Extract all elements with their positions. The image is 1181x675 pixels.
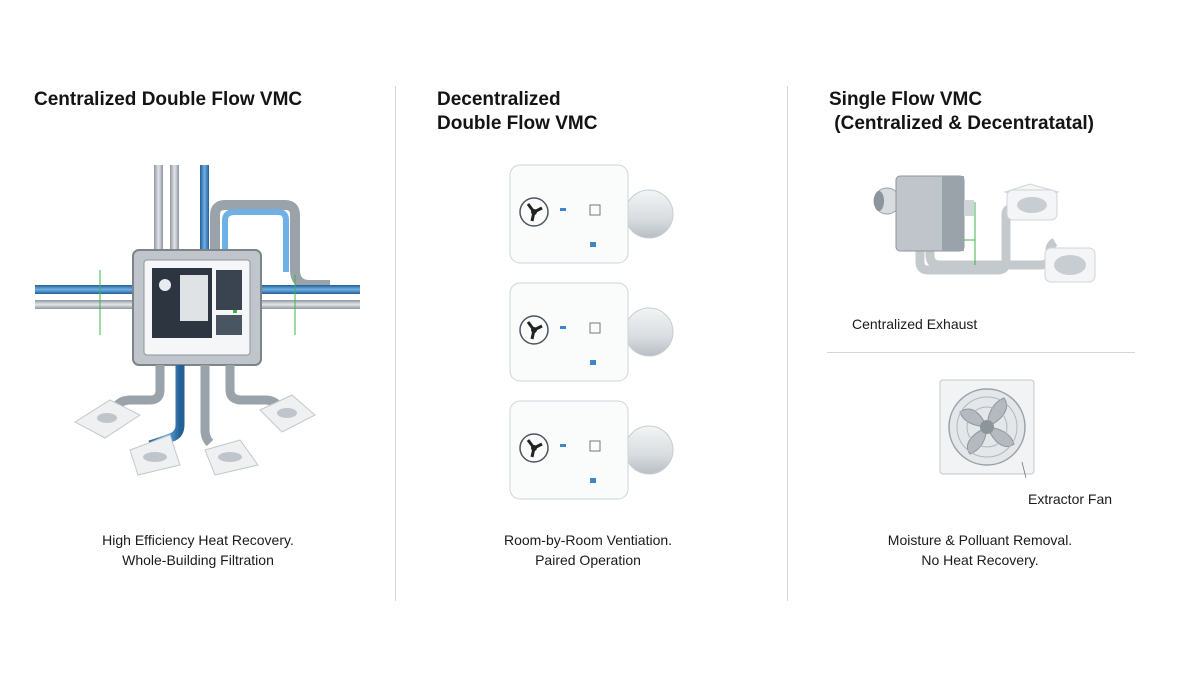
column-title-single-flow: Single Flow VMC (Centralized & Decentrat…: [829, 89, 1095, 134]
centralized-exhaust-label: Centralized Exhaust: [852, 316, 978, 332]
column-divider-2: [787, 86, 788, 601]
column-divider-1: [395, 86, 396, 601]
column-caption-centralized: High Efficiency Heat Recovery. Whole-Bui…: [102, 532, 294, 568]
extractor-fan-icon: [939, 379, 1035, 479]
decentralized-vmc-unit-icon: [509, 164, 674, 500]
section-divider-single-flow: [827, 352, 1135, 353]
column-caption-single-flow: Moisture & Polluant Removal. No Heat Rec…: [887, 532, 1073, 568]
centralized-vmc-unit-icon: [35, 165, 360, 476]
single-flow-exhaust-icon: [873, 175, 1096, 283]
column-caption-decentralized: Room-by-Room Ventiation. Paired Operatio…: [503, 532, 673, 568]
extractor-fan-label: Extractor Fan: [1028, 491, 1113, 507]
column-title-centralized: Centralized Double Flow VMC: [34, 89, 303, 110]
column-title-decentralized: Decentralized Double Flow VMC: [437, 89, 598, 134]
